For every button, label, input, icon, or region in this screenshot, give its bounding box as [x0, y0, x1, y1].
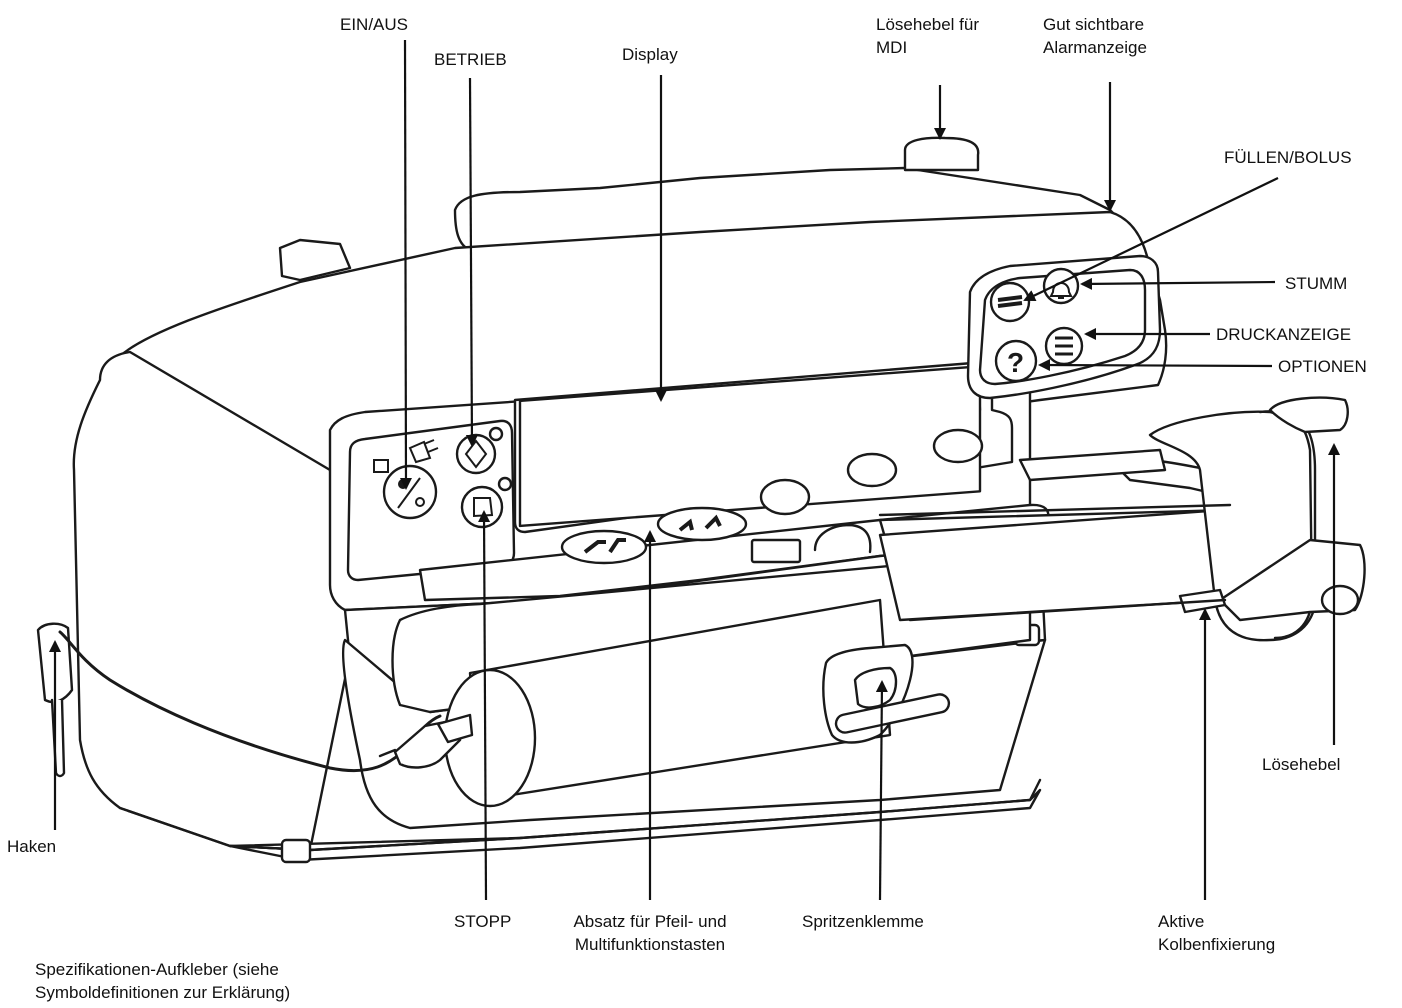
stop-octagon-icon — [473, 497, 494, 518]
pressure-bars-icon — [1055, 336, 1073, 356]
callout-ein-aus — [399, 39, 412, 490]
options-icon: ? — [1007, 347, 1024, 378]
label-stumm: STUMM — [1285, 274, 1348, 293]
run-led — [488, 426, 504, 442]
plunger-rod-upper — [1018, 448, 1167, 482]
label-kolbenfixierung-line2: Kolbenfixierung — [1158, 935, 1276, 954]
label-spritzenklemme: Spritzenklemme — [802, 912, 924, 931]
callout-stopp — [478, 510, 491, 901]
driver-release-lever — [1268, 396, 1349, 434]
arrow-key-left — [560, 529, 648, 565]
label-haken: Haken — [7, 837, 57, 856]
run-diamond-icon — [464, 439, 488, 469]
arrow-right-glyph — [678, 514, 722, 532]
label-spezifikationen: Spezifikationen-Aufkleber (siehe Symbold… — [35, 958, 290, 1004]
callout-lines — [49, 39, 1340, 901]
power-slash-icon — [397, 477, 421, 509]
battery-icon — [373, 459, 389, 473]
label-display: Display — [622, 45, 678, 64]
label-absatz-line1: Absatz für Pfeil- und — [573, 912, 727, 931]
plug-icon — [408, 439, 439, 464]
label-fuellen-bolus: FÜLLEN/BOLUS — [1224, 148, 1352, 167]
bell-icon — [1049, 282, 1073, 299]
label-betrieb: BETRIEB — [434, 50, 507, 69]
label-druckanzeige: DRUCKANZEIGE — [1216, 325, 1352, 344]
clamp-rod — [834, 693, 951, 734]
callout-stumm — [1080, 277, 1276, 290]
label-stopp: STOPP — [454, 912, 512, 931]
label-kolbenfixierung: Aktive Kolbenfixierung — [1158, 910, 1275, 956]
stop-button — [460, 485, 504, 529]
arrow-key-right — [656, 506, 748, 542]
label-loesehebel-mdi-line2: MDI — [876, 38, 908, 57]
stop-led — [497, 476, 513, 492]
bolus-icon — [997, 295, 1023, 308]
mdi-release-lever — [903, 136, 980, 172]
callout-spritzenklemme — [875, 680, 888, 901]
function-key-3 — [932, 428, 984, 464]
label-loesehebel: Lösehebel — [1262, 755, 1341, 774]
foot-left — [280, 838, 312, 864]
label-ein-aus: EIN/AUS — [340, 15, 409, 34]
top-ridge — [453, 166, 1117, 252]
ledge-tab — [750, 538, 802, 564]
options-button — [994, 339, 1038, 383]
arrow-left-glyph — [583, 538, 626, 554]
label-absatz-line2: Multifunktionstasten — [574, 935, 726, 954]
label-alarmanzeige-line2: Alarmanzeige — [1043, 38, 1147, 57]
label-spezifikationen-line2: Symboldefinitionen zur Erklärung) — [35, 983, 291, 1002]
driver-base-hole — [1320, 584, 1360, 616]
pump-housing-front-left — [72, 350, 357, 852]
callout-fuellen — [1023, 177, 1279, 302]
plunger-guide — [908, 598, 1227, 622]
hook-pin — [50, 698, 66, 778]
callout-betrieb — [465, 77, 478, 447]
callout-optionen — [1038, 359, 1273, 372]
label-kolbenfixierung-line1: Aktive — [1158, 912, 1205, 931]
bolus-button — [989, 281, 1031, 323]
label-loesehebel-mdi: Lösehebel für MDI — [876, 13, 979, 59]
function-key-2 — [846, 452, 898, 488]
label-absatz: Absatz für Pfeil- und Multifunktionstast… — [562, 910, 738, 956]
label-loesehebel-mdi-line1: Lösehebel für — [876, 15, 980, 34]
rear-bracket — [278, 238, 352, 282]
label-optionen: OPTIONEN — [1278, 357, 1367, 376]
function-key-1 — [759, 478, 811, 516]
label-alarmanzeige-line1: Gut sichtbare — [1043, 15, 1145, 34]
ledge-notch — [813, 523, 872, 554]
label-spezifikationen-line1: Spezifikationen-Aufkleber (siehe — [35, 960, 279, 979]
label-alarmanzeige: Gut sichtbare Alarmanzeige — [1043, 13, 1147, 59]
